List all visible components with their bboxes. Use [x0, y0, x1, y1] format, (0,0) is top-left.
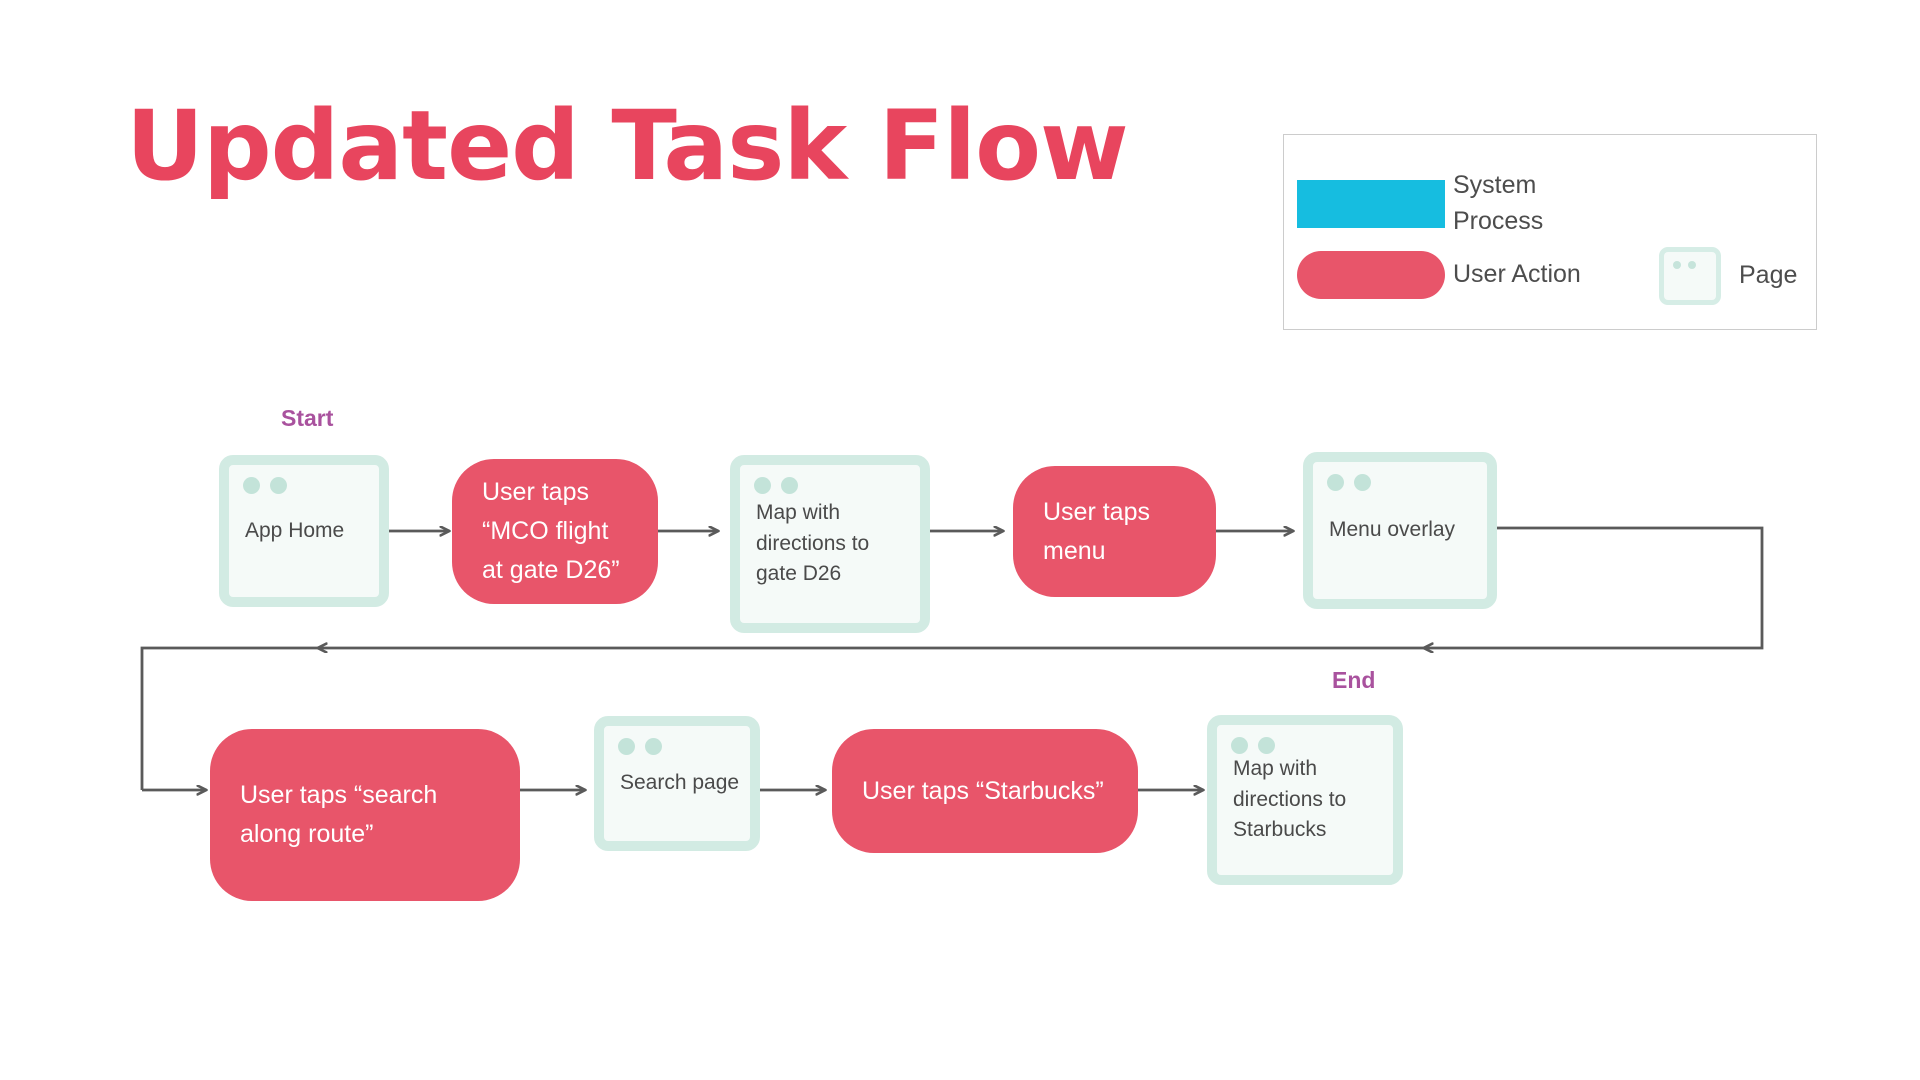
page-window-dots-icon	[1231, 737, 1275, 754]
flow-node-label: Menu overlay	[1329, 518, 1456, 542]
flow-node-label: User taps “search along route”	[240, 781, 438, 848]
flow-node-label: Search page	[620, 771, 740, 795]
legend-label-page: Page	[1739, 261, 1798, 290]
page-window-dots-icon	[754, 477, 798, 494]
page-title: Updated Task Flow	[126, 90, 1129, 202]
legend-label-system-process: System Process	[1453, 171, 1544, 235]
flow-node-map-starbucks[interactable]: Map with directions to Starbucks	[1207, 715, 1403, 885]
flow-node-label: App Home	[245, 518, 345, 542]
flow-node-label: User taps menu	[1043, 497, 1150, 565]
flow-node-label: Map with directions to Starbucks	[1233, 756, 1347, 842]
legend-item-page: Page	[1659, 247, 1797, 305]
system-process-swatch	[1297, 179, 1445, 228]
page-dot-icon	[1688, 261, 1696, 269]
flow-node-app-home[interactable]: App Home	[219, 455, 389, 607]
legend-label-user-action: User Action	[1453, 260, 1581, 289]
connector-loop-right-segment	[1497, 526, 1764, 650]
flow-node-search-page[interactable]: Search page	[594, 716, 760, 851]
flow-node-tap-menu[interactable]: User taps menu	[1013, 466, 1216, 597]
flow-node-map-gate-d26[interactable]: Map with directions to gate D26	[730, 455, 930, 633]
flow-node-tap-starbucks[interactable]: User taps “Starbucks”	[832, 729, 1138, 853]
flow-node-tap-search-along-route[interactable]: User taps “search along route”	[210, 729, 520, 901]
page-window-dots-icon	[618, 738, 662, 755]
legend-item-system-process: System Process	[1297, 168, 1543, 239]
user-action-swatch	[1297, 251, 1445, 299]
flow-node-label: User taps “Starbucks”	[862, 776, 1104, 805]
end-label: End	[1332, 667, 1376, 693]
page-swatch-icon	[1659, 247, 1721, 305]
legend-item-user-action: User Action	[1297, 251, 1581, 299]
legend-panel: System Process User Action Page	[1283, 134, 1817, 330]
flow-node-label: User taps “MCO flight at gate D26”	[482, 478, 620, 584]
start-label: Start	[281, 405, 334, 431]
page-window-dots-icon	[243, 477, 287, 494]
flow-node-tap-mco-flight[interactable]: User taps “MCO flight at gate D26”	[452, 459, 658, 604]
page-window-dots-icon	[1327, 474, 1371, 491]
flow-node-label: Map with directions to gate D26	[756, 500, 870, 586]
connector-loop-left-down	[140, 646, 318, 790]
flow-node-menu-overlay[interactable]: Menu overlay	[1303, 452, 1497, 609]
page-dot-icon	[1673, 261, 1681, 269]
